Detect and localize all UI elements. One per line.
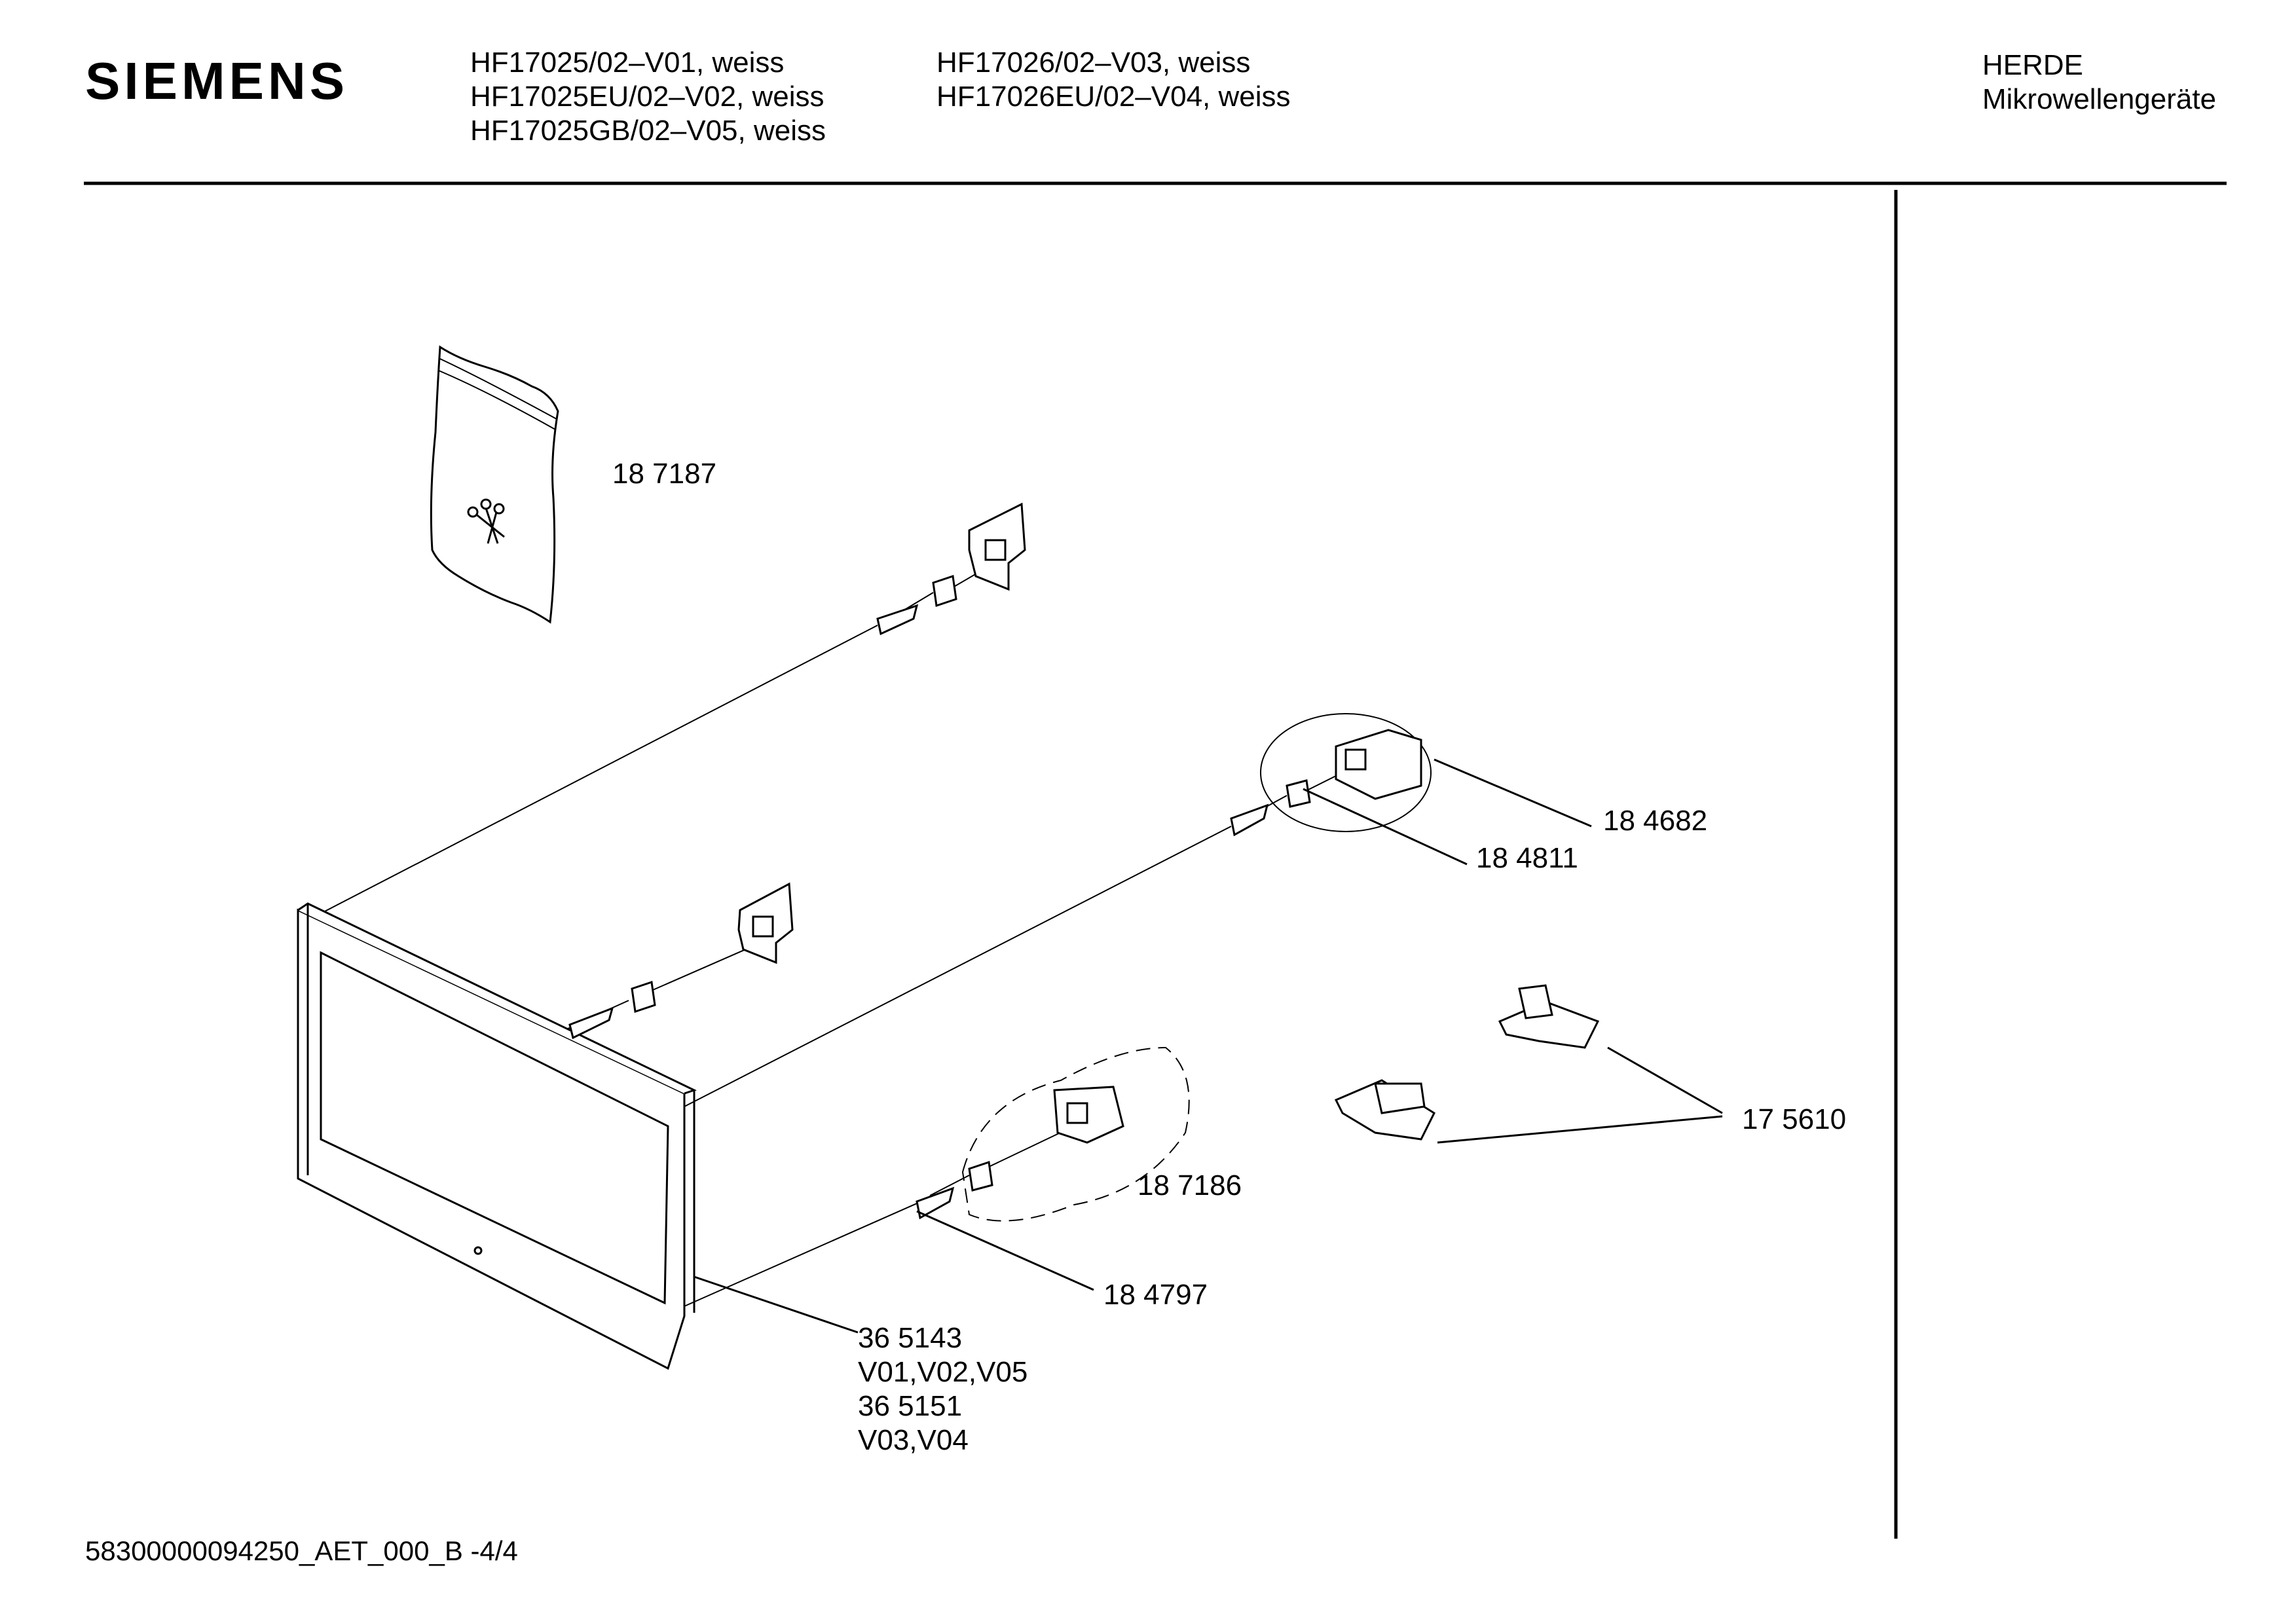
model-line: HF17025GB/02–V05, weiss: [470, 115, 826, 147]
frame-trim: [297, 902, 697, 1370]
model-line: HF17026/02–V03, weiss: [936, 46, 1251, 79]
screw-bag-icon: [430, 345, 559, 624]
part-number-label: 18 7187: [612, 458, 717, 490]
latch-middle: [568, 882, 794, 1040]
part-number-label: 18 4797: [1103, 1279, 1208, 1311]
variant-label: V03,V04: [858, 1424, 969, 1456]
model-list-2: HF17026/02–V03, weiss HF17026EU/02–V04, …: [936, 46, 1291, 114]
part-number-label: 18 7186: [1138, 1169, 1242, 1201]
model-line: HF17026EU/02–V04, weiss: [936, 81, 1291, 113]
part-number-label: 18 4811: [1476, 842, 1578, 874]
model-line: HF17025EU/02–V02, weiss: [470, 81, 824, 113]
part-number-label: 18 4682: [1603, 805, 1708, 837]
clip-upper: [1498, 984, 1600, 1049]
siemens-logo: SIEMENS: [85, 52, 349, 110]
category-block: HERDE Mikrowellengeräte: [1982, 48, 2216, 117]
latch-upper: [876, 502, 1026, 636]
category-line: HERDE: [1982, 49, 2084, 81]
latch-circled: [1230, 713, 1432, 837]
document-id: 58300000094250_AET_000_B -4/4: [85, 1535, 518, 1566]
frame-part-labels: 36 5143 V01,V02,V05 36 5151 V03,V04: [858, 1321, 1028, 1457]
part-number-label: 36 5151: [858, 1390, 963, 1422]
variant-label: V01,V02,V05: [858, 1356, 1028, 1388]
model-line: HF17025/02–V01, weiss: [470, 46, 785, 79]
clip-lower: [1334, 1079, 1435, 1141]
part-number-label: 36 5143: [858, 1322, 963, 1354]
latch-dashed: [916, 1046, 1190, 1222]
part-number-label: 17 5610: [1742, 1103, 1847, 1135]
category-line: Mikrowellengeräte: [1982, 83, 2217, 115]
model-list-1: HF17025/02–V01, weiss HF17025EU/02–V02, …: [470, 46, 826, 148]
